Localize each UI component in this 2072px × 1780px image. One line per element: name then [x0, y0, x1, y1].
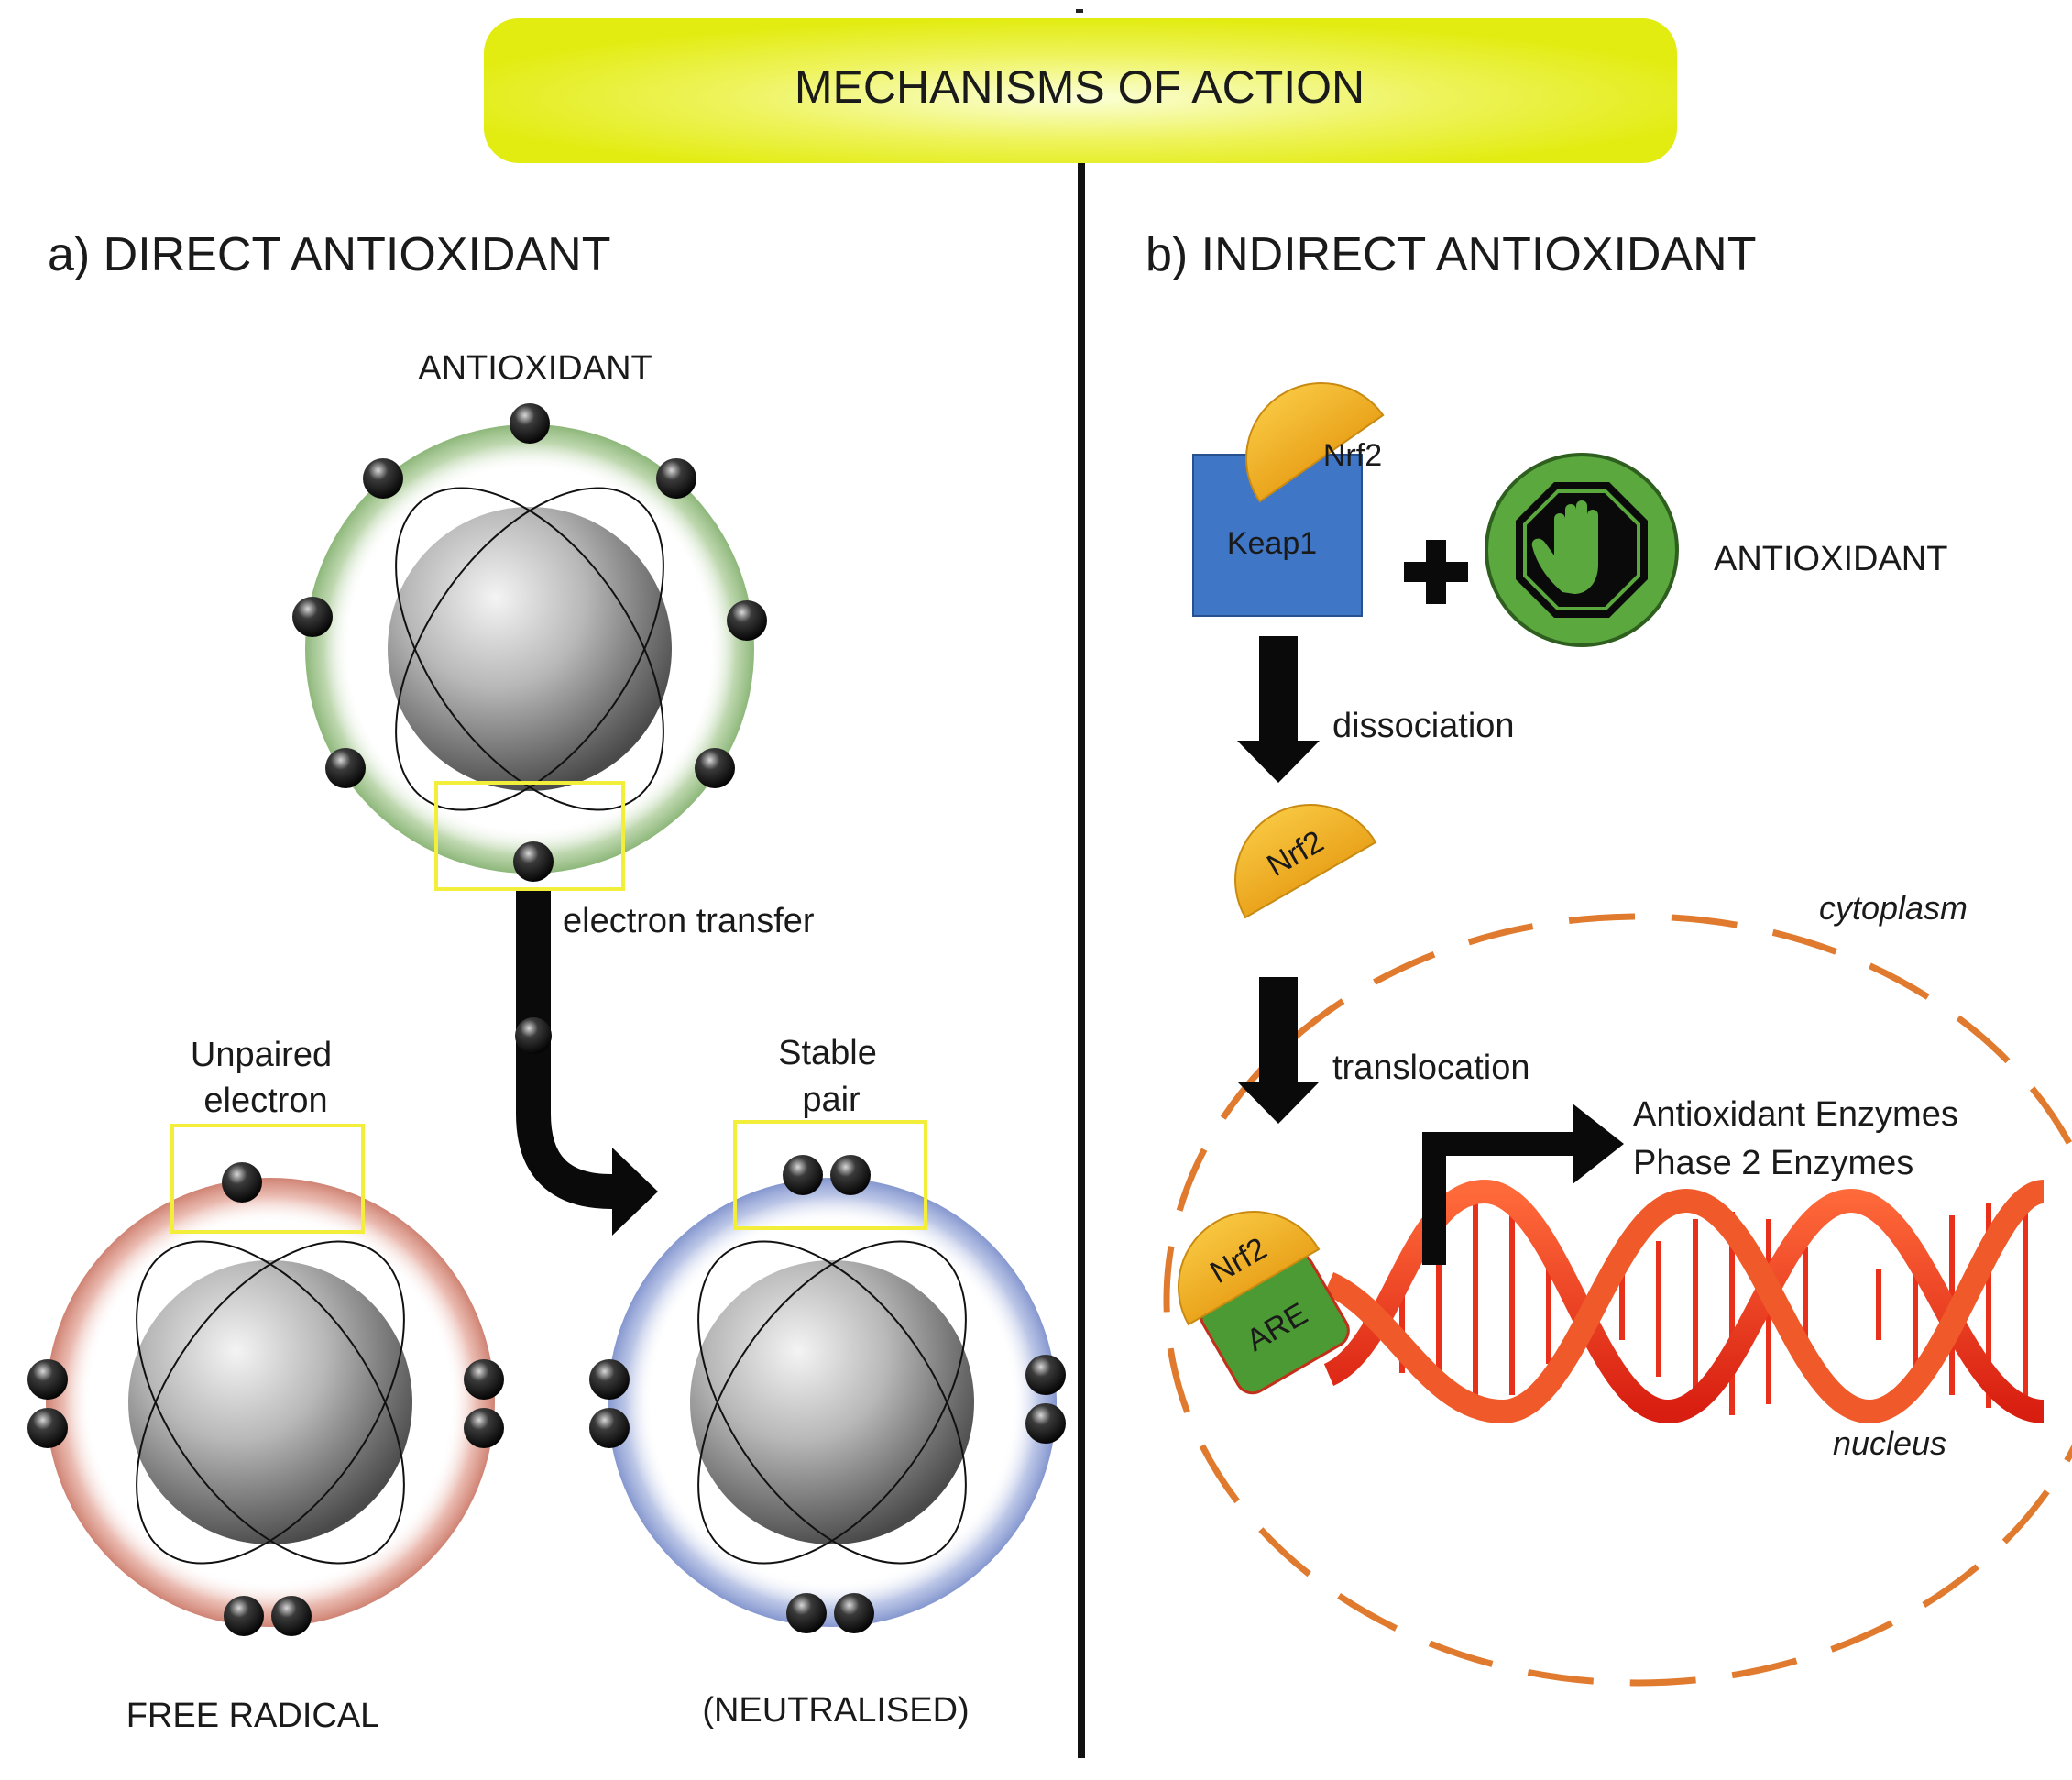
dissociation-arrow [1237, 636, 1320, 783]
cytoplasm-label: cytoplasm [1819, 889, 1968, 927]
electron [224, 1596, 264, 1636]
nucleus-label: nucleus [1833, 1424, 1946, 1462]
top-tick [1076, 9, 1083, 13]
electron [510, 403, 550, 444]
dissociation-label: dissociation [1332, 707, 1515, 745]
electron [589, 1408, 630, 1448]
nrf2-free: Nrf2 [1234, 804, 1377, 919]
electron-transfer-label: electron transfer [563, 902, 815, 940]
electron [271, 1596, 312, 1636]
nrf2-bound-dna-shape [1178, 1211, 1321, 1326]
electron [695, 748, 735, 788]
antioxidant-atom-label: ANTIOXIDANT [418, 349, 652, 388]
nrf2-are-complex: Nrf2 ARE [1178, 1211, 1350, 1395]
neutralised-orbit-2 [697, 1240, 967, 1565]
stable-pair-highlight-box [733, 1120, 927, 1230]
title-banner [484, 18, 1677, 163]
enzymes-line-1: Antioxidant Enzymes [1633, 1095, 1958, 1134]
electron [589, 1359, 630, 1400]
keap1-nrf2-complex: Keap1 Nrf2 [1192, 382, 1385, 617]
electron [464, 1359, 504, 1400]
neutralised-orbit-1 [697, 1240, 967, 1565]
electron [27, 1359, 68, 1400]
free-radical-orbit-2 [136, 1240, 405, 1565]
electron [27, 1408, 68, 1448]
stable-label-line2: pair [802, 1081, 861, 1119]
neutralised-label: (NEUTRALISED) [702, 1691, 969, 1730]
transfer-highlight-box [434, 781, 625, 891]
antioxidant-orbit-2 [395, 487, 664, 811]
paired-electron [830, 1155, 871, 1195]
electron [363, 458, 403, 499]
free-radical-orbit-1 [136, 1240, 405, 1565]
plus-icon [1404, 540, 1468, 604]
electron-transfer-arrow [515, 891, 658, 1236]
nrf2-bound-label: Nrf2 [1323, 438, 1382, 473]
stable-label-line1: Stable [778, 1034, 877, 1072]
neutralised-atom [589, 1155, 1066, 1633]
free-radical-nucleus [128, 1260, 412, 1544]
electron [727, 600, 767, 641]
neutralised-nucleus [690, 1260, 974, 1544]
paired-electron [783, 1155, 823, 1195]
stop-hand-icon [1485, 453, 1679, 647]
enzymes-line-2: Phase 2 Enzymes [1633, 1144, 1913, 1182]
nucleus-membrane [1163, 913, 2072, 1687]
unpaired-label-line1: Unpaired [191, 1036, 332, 1074]
antioxidant-atom [292, 403, 767, 882]
translocation-label: translocation [1332, 1049, 1529, 1087]
translocation-arrow [1237, 977, 1320, 1124]
panel-b-heading: b) INDIRECT ANTIOXIDANT [1146, 228, 1756, 281]
keap1-label: Keap1 [1227, 526, 1317, 561]
electron [656, 458, 696, 499]
electron [834, 1593, 874, 1633]
electron [1025, 1403, 1066, 1444]
dna-strand-2 [1323, 1180, 2046, 1424]
electron [464, 1408, 504, 1448]
antioxidant-agent-label: ANTIOXIDANT [1714, 540, 1947, 578]
page-title: MECHANISMS OF ACTION [795, 61, 1365, 113]
free-radical-label: FREE RADICAL [126, 1697, 380, 1735]
antioxidant-orbit-1 [395, 487, 664, 811]
nrf2-free-shape [1234, 804, 1377, 919]
panel-a-heading: a) DIRECT ANTIOXIDANT [48, 228, 610, 281]
free-radical-atom [27, 1162, 504, 1636]
electron [786, 1593, 827, 1633]
transferring-electron [513, 841, 554, 882]
unpaired-highlight-box [170, 1124, 365, 1234]
electron [1025, 1355, 1066, 1395]
electron [292, 597, 333, 637]
unpaired-label-line2: electron [203, 1082, 327, 1120]
antioxidant-nucleus [388, 507, 672, 791]
moving-electron [515, 1017, 552, 1054]
electron [325, 748, 366, 788]
nrf2-bound-shape [1245, 382, 1385, 503]
transcription-arrow [1422, 1104, 1624, 1265]
unpaired-electron [222, 1162, 262, 1203]
panel-divider [1078, 163, 1085, 1758]
